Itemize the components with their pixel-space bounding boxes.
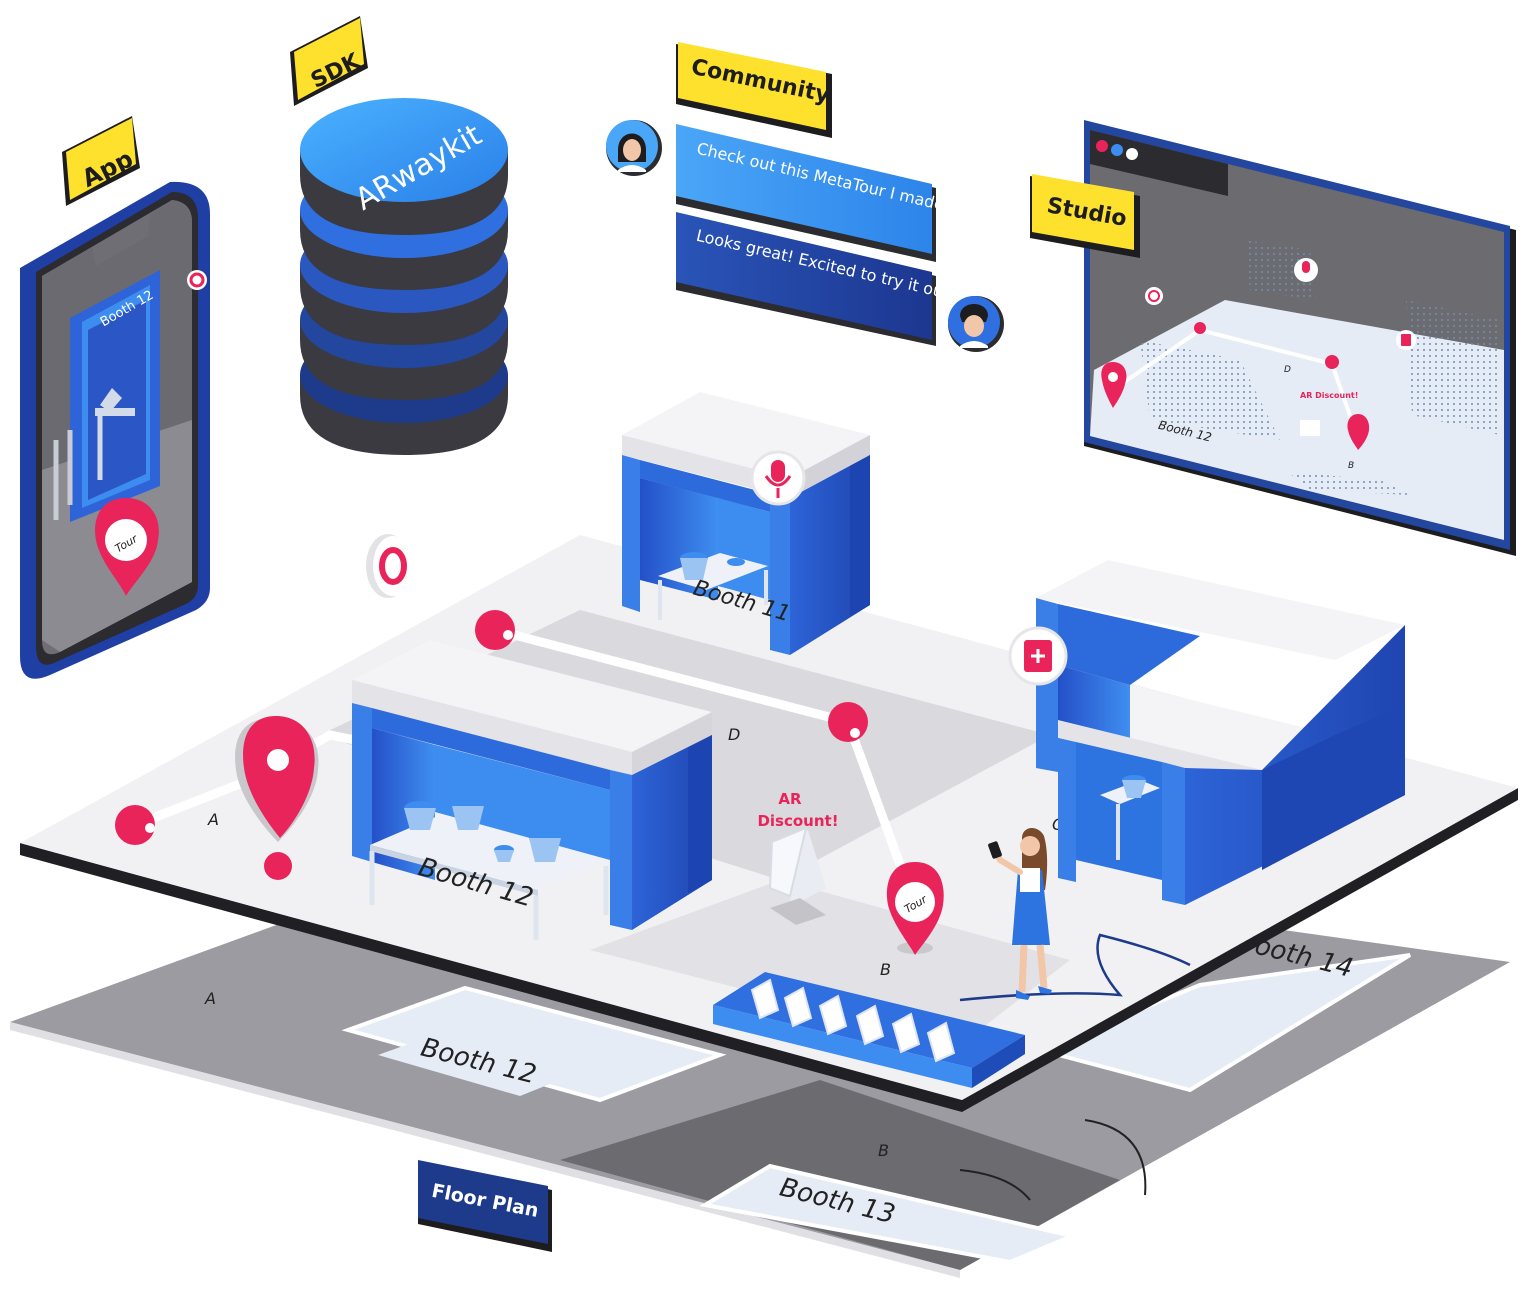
- ar-marker-icon: [366, 534, 413, 598]
- microphone-icon: [750, 450, 806, 506]
- booth-12-structure: [352, 640, 712, 940]
- chat-bubble-2: [676, 212, 936, 346]
- floor-plan-zone-a: A: [204, 989, 216, 1008]
- chat-bubble-1: [676, 124, 936, 262]
- first-aid-icon: [1008, 626, 1068, 686]
- studio-sign-label: AR Discount!: [1300, 391, 1358, 400]
- chat-avatar-male: [948, 296, 1004, 352]
- tour-pin-icon: [886, 862, 944, 955]
- studio-zone-d: D: [1284, 365, 1291, 375]
- ar-discount-line2: Discount!: [757, 812, 838, 830]
- chat-avatar-female: [606, 120, 662, 176]
- studio-window: [1084, 120, 1516, 556]
- sdk-database-stack: [300, 98, 508, 455]
- floor-plan-zone-b: B: [878, 1141, 889, 1160]
- sdk-label-tag: [290, 16, 368, 106]
- person-figure: [988, 827, 1052, 1000]
- kiosk-row: [713, 972, 1025, 1088]
- zone-d-label: D: [728, 725, 740, 744]
- booth-right-structure: [1036, 560, 1405, 905]
- location-pin-icon: [235, 716, 319, 842]
- ar-discount-sign: [768, 826, 826, 925]
- zone-a-label: A: [207, 810, 219, 829]
- floor-plan-label-tag: [418, 1160, 552, 1252]
- studio-zone-b: B: [1348, 461, 1354, 471]
- booth-top-structure: [622, 392, 870, 655]
- community-label-tag: [676, 42, 832, 138]
- floor-marking: [959, 933, 1191, 1002]
- ar-discount-line1: AR: [778, 790, 802, 808]
- studio-label-tag: [1030, 174, 1140, 258]
- path-node-dots: [115, 610, 868, 880]
- app-phone: [20, 181, 210, 679]
- app-label-tag: [62, 116, 140, 206]
- zone-b-label: B: [880, 960, 891, 979]
